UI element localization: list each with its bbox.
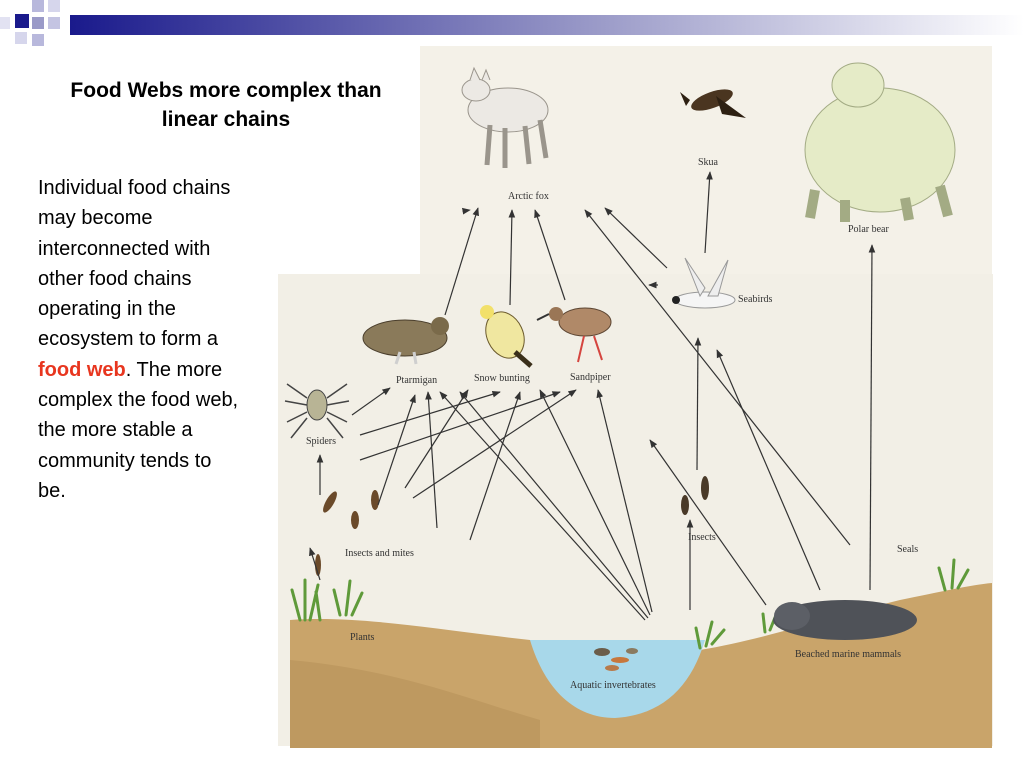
- label-seals: Seals: [897, 544, 918, 555]
- label-sandpiper: Sandpiper: [570, 372, 611, 383]
- soil-shade: [290, 660, 540, 748]
- slide-title: Food Webs more complex than linear chain…: [70, 79, 382, 131]
- label-arctic-fox: Arctic fox: [508, 191, 549, 202]
- header-gradient-bar: [70, 15, 1024, 35]
- deco-square: [32, 0, 44, 12]
- aquatic-invertebrates-group: [594, 648, 638, 671]
- label-ptarmigan: Ptarmigan: [396, 375, 437, 386]
- deco-square: [48, 17, 60, 29]
- deco-square: [15, 14, 29, 28]
- deco-square: [32, 17, 44, 29]
- seal-head: [774, 602, 810, 630]
- snow-bunting: [480, 305, 533, 368]
- deco-square: [15, 32, 27, 44]
- label-spiders: Spiders: [306, 436, 336, 447]
- label-plants: Plants: [350, 632, 375, 643]
- label-polar-bear: Polar bear: [848, 224, 889, 235]
- body-text-part2: . The more complex the food web, the mor…: [38, 358, 239, 502]
- feeding-arrows: [309, 171, 876, 621]
- label-skua: Skua: [698, 157, 719, 168]
- food-web-diagram: Arctic fox Skua Polar bear Seabirds Ptar…: [278, 46, 993, 748]
- label-snow-bunting: Snow bunting: [474, 373, 530, 384]
- water-pool: [530, 640, 705, 718]
- label-insects: Insects: [688, 532, 716, 543]
- slide-body: Individual food chains may become interc…: [38, 173, 243, 506]
- body-text-part1: Individual food chains may become interc…: [38, 177, 231, 351]
- insects-and-mites: [315, 490, 379, 576]
- seal-body: [773, 600, 917, 640]
- seabird: [672, 257, 736, 309]
- deco-square: [48, 0, 60, 12]
- corner-decoration: [0, 0, 1024, 46]
- insects: [681, 476, 709, 515]
- arctic-fox: [461, 66, 549, 168]
- body-text-highlight: food web: [38, 358, 126, 381]
- sandpiper: [536, 307, 612, 363]
- polar-bear: [804, 62, 956, 222]
- label-aquatic-invertebrates: Aquatic invertebrates: [570, 680, 656, 691]
- deco-square: [0, 17, 10, 29]
- label-seabirds: Seabirds: [738, 294, 773, 305]
- ptarmigan: [362, 317, 449, 365]
- spider: [284, 383, 350, 439]
- skua: [680, 89, 746, 118]
- plants-group: [290, 558, 970, 650]
- label-insects-and-mites: Insects and mites: [345, 548, 414, 559]
- label-beached-marine-mammals: Beached marine mammals: [795, 649, 901, 660]
- deco-square: [32, 34, 44, 46]
